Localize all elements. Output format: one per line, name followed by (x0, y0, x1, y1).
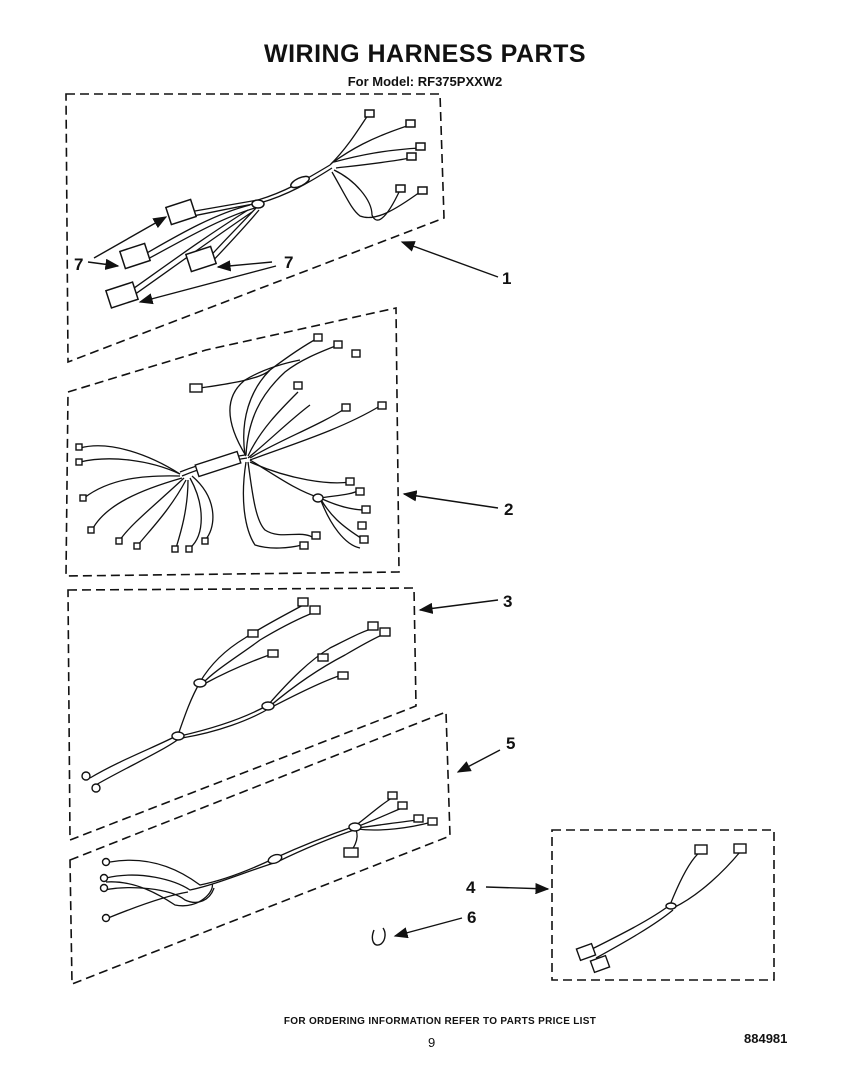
harness-4-group (551, 829, 775, 981)
part-6-clip (371, 927, 386, 946)
callout-6: 6 (467, 908, 476, 927)
harness-5-connectors (99, 791, 438, 923)
page-title: WIRING HARNESS PARTS (263, 40, 587, 68)
harness-4-boundary (551, 829, 775, 981)
harness-2-wires (79, 337, 381, 549)
callout-7-left: 7 (74, 255, 83, 274)
harness-2-group (65, 307, 400, 577)
harness-5-group (69, 710, 451, 986)
callout-7-right: 7 (284, 253, 293, 272)
harness-4-connectors (575, 843, 747, 974)
callout-1: 1 (502, 269, 511, 288)
harness-3-wires (89, 603, 385, 787)
connector-7a (164, 198, 198, 226)
harness-5-wires (103, 797, 433, 919)
harness-3-boundary (67, 587, 417, 842)
connector-7b (118, 242, 152, 270)
callout-leaders (87, 216, 550, 939)
harness-2-boundary (65, 307, 400, 577)
page-number: 9 (428, 1035, 436, 1050)
harness-1-group (65, 93, 445, 364)
connector-7c (184, 245, 218, 273)
connector-7d (104, 281, 140, 309)
harness-1-connectors (104, 109, 428, 309)
document-number: 884981 (744, 1031, 788, 1046)
callout-5: 5 (506, 734, 515, 753)
callout-4: 4 (466, 878, 476, 897)
harness-2-connectors (75, 333, 387, 553)
callout-3: 3 (503, 592, 512, 611)
harness-5-boundary (69, 710, 451, 986)
ordering-note: FOR ORDERING INFORMATION REFER TO PARTS … (283, 1016, 597, 1027)
model-subtitle: For Model: RF375PXXW2 (347, 74, 503, 89)
harness-1-wires (119, 114, 421, 303)
harness-4-wires (589, 851, 741, 959)
harness-1-boundary (65, 93, 445, 364)
harness-3-group (67, 587, 417, 842)
harness-2-sleeve (194, 450, 242, 478)
harness-3-connectors (81, 597, 391, 793)
callout-2: 2 (504, 500, 513, 519)
